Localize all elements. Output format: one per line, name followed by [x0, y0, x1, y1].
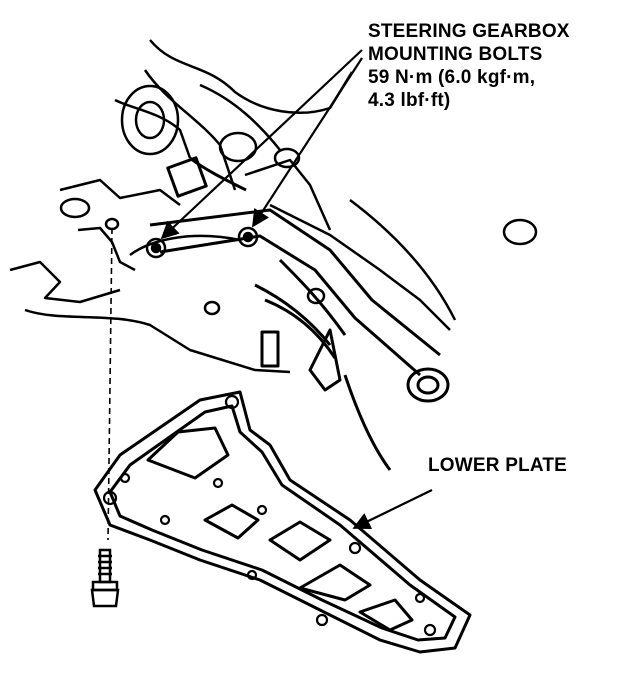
steering-gearbox-bolts-callout: STEERING GEARBOX MOUNTING BOLTS 59 N·m (…: [368, 20, 570, 112]
callout-line-2: MOUNTING BOLTS: [368, 44, 543, 65]
callout-line-1: STEERING GEARBOX: [368, 21, 570, 42]
callout-line-4: 4.3 lbf·ft): [368, 90, 451, 111]
steering-bolt-leader-lines: [160, 49, 363, 240]
engine-block-outline: [9, 39, 457, 374]
engine-detail-circles: [59, 84, 538, 316]
bolt-alignment-line: [107, 227, 113, 541]
lower-plate: [93, 390, 472, 654]
lower-plate-holes: [102, 394, 437, 637]
steering-gearbox: [149, 156, 450, 471]
gearbox-mounting-bolt-right: [237, 226, 259, 248]
lower-plate-leader-line: [352, 489, 433, 529]
callout-line-3: 59 N·m (6.0 kgf·m,: [368, 67, 536, 88]
lower-plate-label: LOWER PLATE: [428, 455, 568, 476]
lower-plate-bolt: [90, 548, 120, 608]
gearbox-mounting-bolt-left: [145, 237, 167, 259]
